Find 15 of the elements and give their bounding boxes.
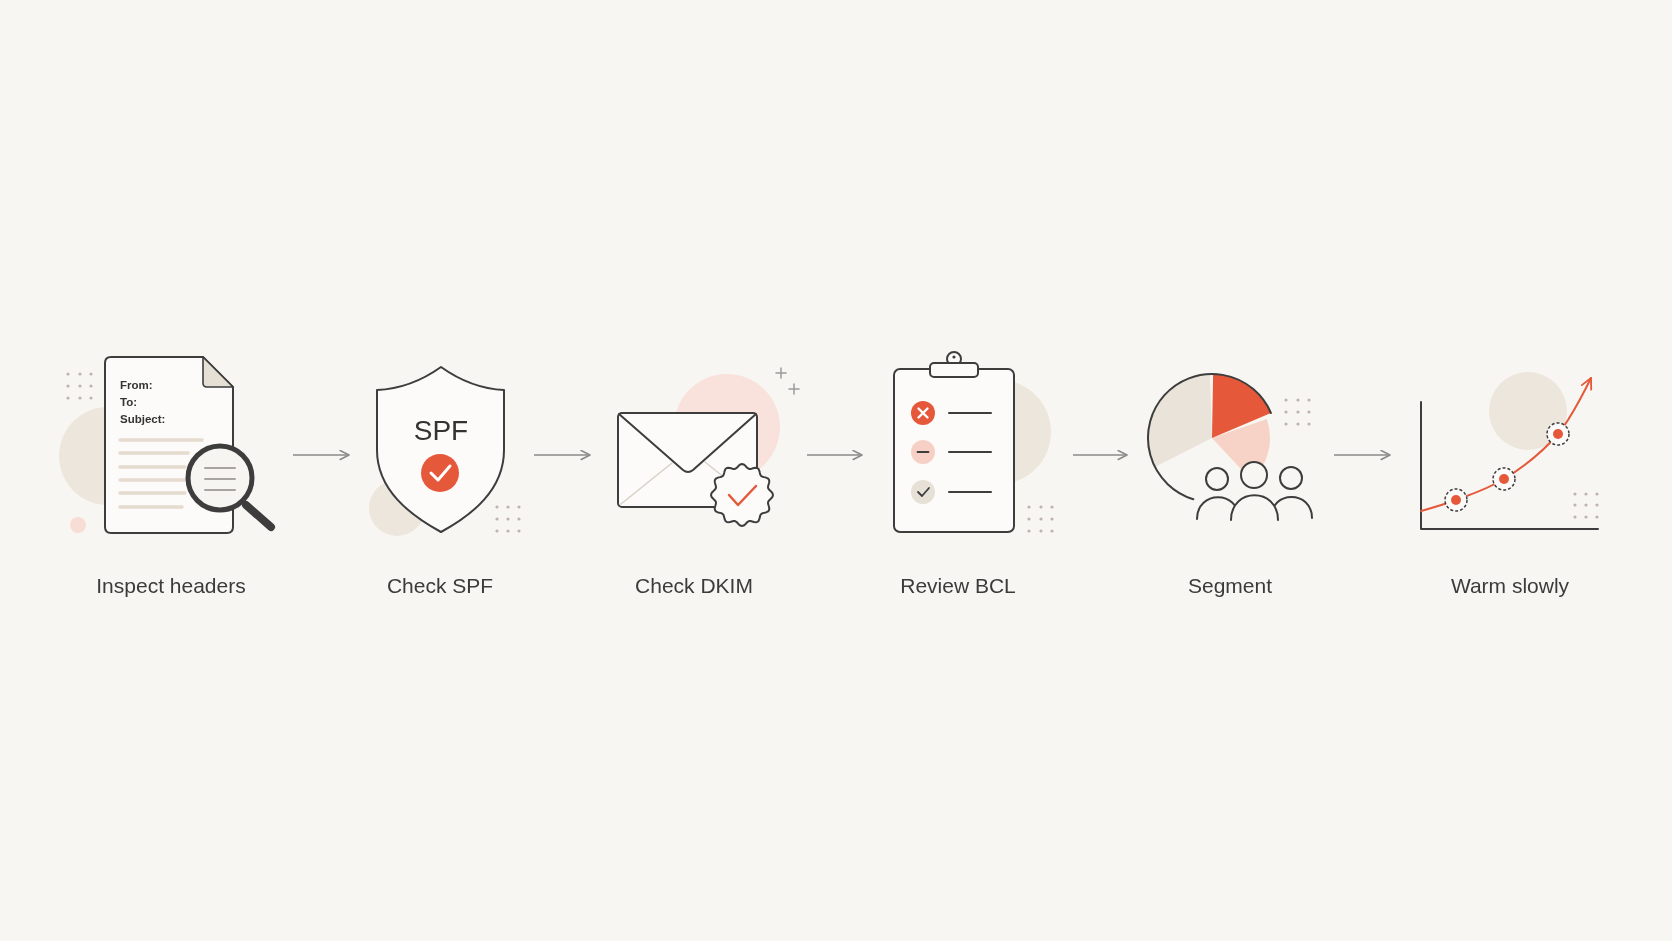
arrow [1072, 449, 1128, 461]
header-field-label: From: [120, 378, 153, 392]
step-label: Check SPF [386, 573, 494, 599]
step-label: Inspect headers [96, 573, 246, 599]
step-label: Review BCL [900, 573, 1016, 599]
step-label: Warm slowly [1450, 573, 1570, 599]
step-label: Check DKIM [635, 573, 753, 599]
step-label: Segment [1187, 573, 1273, 599]
arrow [806, 449, 863, 461]
arrow [533, 449, 591, 461]
arrow [1333, 449, 1391, 461]
arrow [292, 449, 350, 461]
header-field-label: To: [120, 395, 138, 409]
header-field-label: Subject: [120, 412, 166, 426]
shield-label: SPF [413, 414, 469, 448]
